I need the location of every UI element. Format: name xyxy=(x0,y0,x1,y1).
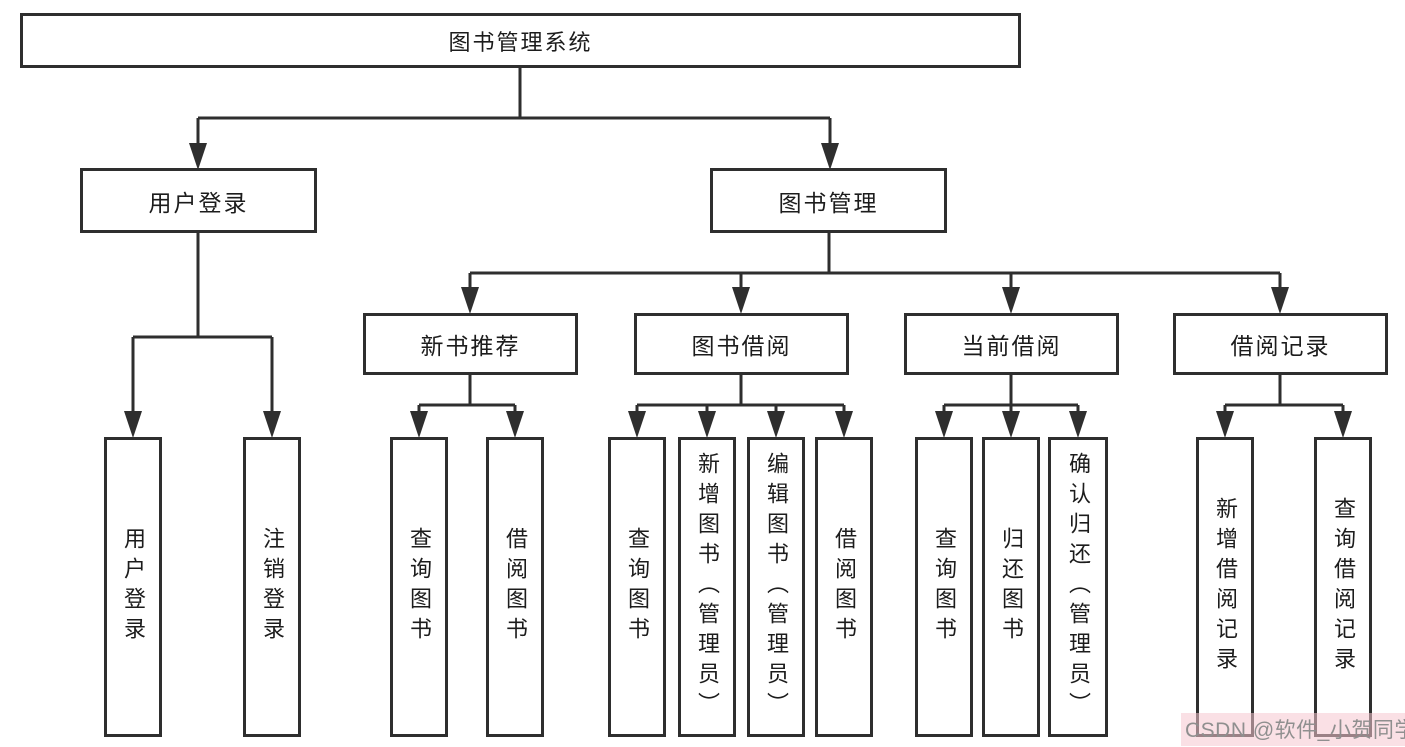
leaf-confirm-return-admin: 确认归还（管理员） xyxy=(1048,437,1108,737)
leaf-borrow-books: 借阅图书 xyxy=(815,437,873,737)
arrowhead-icon xyxy=(1002,411,1020,438)
node-label: 新增借阅记录 xyxy=(1213,497,1238,677)
node-book-management: 图书管理 xyxy=(710,168,947,233)
arrowhead-icon xyxy=(1216,411,1234,438)
node-label: 新增图书（管理员） xyxy=(695,452,720,722)
node-borrow-records: 借阅记录 xyxy=(1173,313,1388,375)
node-label: 图书管理 xyxy=(778,189,879,216)
connector-user-login xyxy=(131,233,274,418)
node-label: 查询图书 xyxy=(932,527,957,647)
leaf-query-books-current: 查询图书 xyxy=(915,437,973,737)
arrowhead-icon xyxy=(935,411,953,438)
arrowhead-icon xyxy=(628,411,646,438)
node-label: 查询图书 xyxy=(625,527,650,647)
arrowhead-icon xyxy=(1334,411,1352,438)
node-label: 编辑图书（管理员） xyxy=(764,452,789,722)
node-user-login: 用户登录 xyxy=(80,168,317,233)
arrowhead-icon xyxy=(1002,287,1020,314)
arrowhead-icon xyxy=(189,143,207,170)
node-library-management-system: 图书管理系统 xyxy=(20,13,1021,68)
node-label: 当前借阅 xyxy=(961,333,1062,359)
node-label: 归还图书 xyxy=(999,527,1024,647)
arrowhead-icon xyxy=(263,411,281,438)
node-label: 查询借阅记录 xyxy=(1331,497,1356,677)
node-label: 用户登录 xyxy=(121,527,146,647)
node-label: 借阅图书 xyxy=(832,527,857,647)
node-label: 注销登录 xyxy=(260,527,285,647)
leaf-query-borrow-record: 查询借阅记录 xyxy=(1314,437,1372,737)
arrowhead-icon xyxy=(767,411,785,438)
connector-new-book xyxy=(417,375,517,418)
leaf-edit-books-admin: 编辑图书（管理员） xyxy=(747,437,805,737)
node-current-borrow: 当前借阅 xyxy=(904,313,1119,375)
node-label: 用户登录 xyxy=(148,189,249,216)
arrowhead-icon xyxy=(732,287,750,314)
node-label: 确认归还（管理员） xyxy=(1066,452,1091,722)
arrowhead-icon xyxy=(835,411,853,438)
leaf-logout: 注销登录 xyxy=(243,437,301,737)
leaf-return-books: 归还图书 xyxy=(982,437,1040,737)
arrowhead-icon xyxy=(1069,411,1087,438)
connector-root xyxy=(196,68,832,150)
node-new-book-recommend: 新书推荐 xyxy=(363,313,578,375)
arrowhead-icon xyxy=(461,287,479,314)
arrowhead-icon xyxy=(124,411,142,438)
node-label: 图书管理系统 xyxy=(448,29,593,55)
arrowhead-icon xyxy=(506,411,524,438)
leaf-query-books-recommend: 查询图书 xyxy=(390,437,448,737)
connector-book-borrow xyxy=(635,375,846,418)
node-label: 借阅图书 xyxy=(503,527,528,647)
leaf-user-login: 用户登录 xyxy=(104,437,162,737)
leaf-add-books-admin: 新增图书（管理员） xyxy=(678,437,736,737)
csdn-watermark: CSDN @软件_小贺同学 xyxy=(1181,713,1405,746)
leaf-add-borrow-record: 新增借阅记录 xyxy=(1196,437,1254,737)
node-label: 查询图书 xyxy=(407,527,432,647)
connector-book-management xyxy=(468,233,1282,294)
leaf-query-books-borrow: 查询图书 xyxy=(608,437,666,737)
connector-borrow-records xyxy=(1223,375,1345,418)
node-label: 图书借阅 xyxy=(691,333,792,359)
arrowhead-icon xyxy=(698,411,716,438)
arrowhead-icon xyxy=(1271,287,1289,314)
node-label: 借阅记录 xyxy=(1230,333,1331,359)
arrowhead-icon xyxy=(410,411,428,438)
arrowhead-icon xyxy=(821,143,839,170)
node-book-borrow: 图书借阅 xyxy=(634,313,849,375)
leaf-borrow-books-recommend: 借阅图书 xyxy=(486,437,544,737)
node-label: 新书推荐 xyxy=(420,333,521,359)
